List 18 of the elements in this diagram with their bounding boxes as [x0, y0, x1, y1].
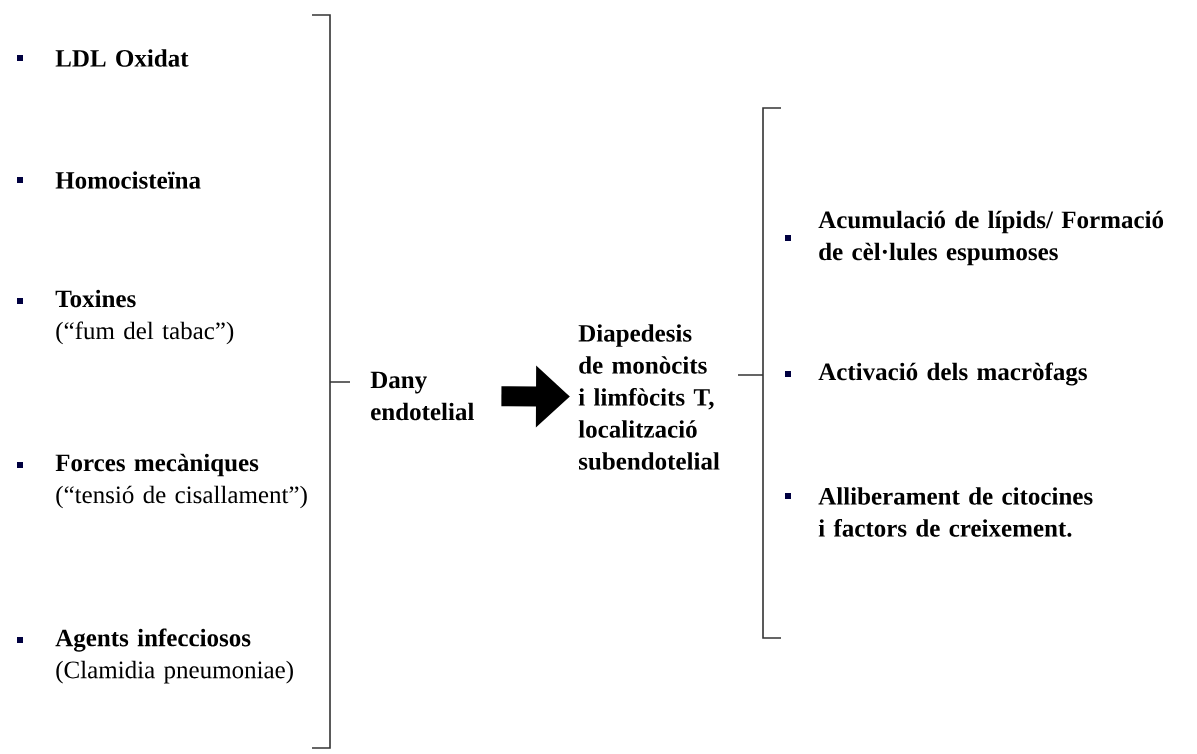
list-item: LDL Oxidat — [17, 49, 189, 67]
node-label: LDL Oxidat — [55, 49, 189, 67]
step-text: Dany endotelial — [370, 371, 474, 421]
node-label: (“tensió de cisallament”) — [56, 485, 307, 509]
node-label: Homocisteïna — [55, 171, 201, 189]
list-item: Forces mecàniques (“tensió de cisallament”) — [17, 453, 307, 509]
step-text: Diapedesis de monòcits i limfòcits T, localització subendotelial — [578, 324, 720, 470]
node-label: Agents infecciosos — [55, 628, 251, 652]
list-item: Activació dels macròfags — [785, 362, 1087, 386]
list-item: Agents infecciosos (Clamidia pneumoniae) — [17, 628, 293, 684]
list-item: Acumulació de lípids/ Formació de cèl·lules espumoses — [785, 210, 1164, 266]
list-item: Toxines (“fum del tabac”) — [17, 289, 234, 345]
list-item: Homocisteïna — [17, 171, 201, 189]
node-label: Forces mecàniques — [55, 453, 259, 477]
list-item: Alliberament de citocines i factors de creixement. — [785, 487, 1093, 537]
node-label: Toxines — [55, 289, 136, 308]
node-label: (“fum del tabac”) — [56, 321, 234, 345]
node-label: (Clamidia pneumoniae) — [56, 660, 293, 684]
